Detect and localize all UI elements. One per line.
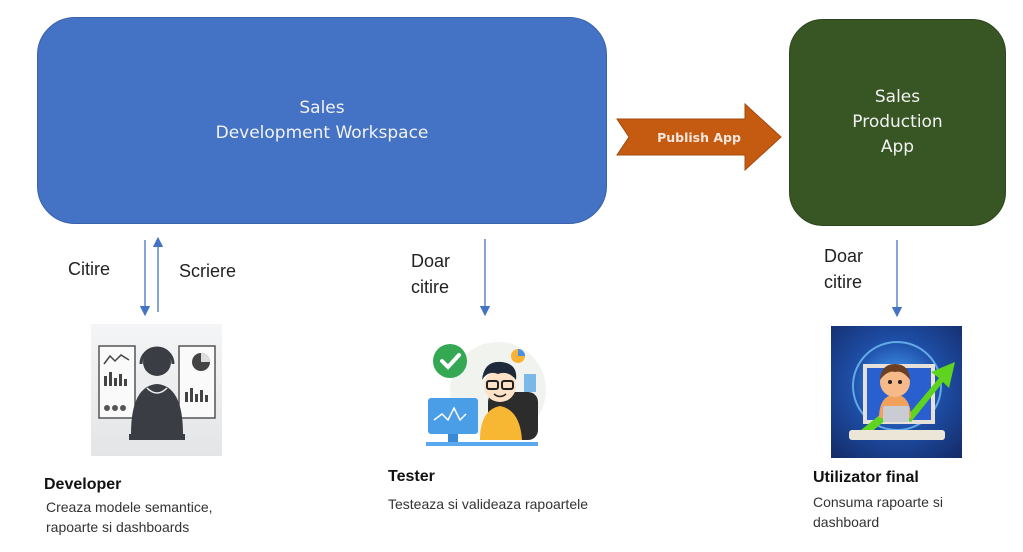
development-workspace-box: Sales Development Workspace xyxy=(37,17,607,224)
development-workspace-title: Sales Development Workspace xyxy=(215,97,429,143)
developer-read-label: Citire xyxy=(68,259,111,279)
developer-headset-icon xyxy=(98,345,216,440)
developer-illustration xyxy=(91,324,222,456)
tester-checkmark-icon xyxy=(426,342,546,446)
developer-write-label: Scriere xyxy=(179,261,237,281)
developer-role-title: Developer xyxy=(44,476,122,493)
tester-role-description: Testeaza si valideaza rapoartele xyxy=(388,496,589,512)
enduser-role-description: Consuma rapoarte si dashboard xyxy=(813,494,943,530)
end-user-laptop-icon xyxy=(849,341,955,440)
enduser-read-label: Doar citire xyxy=(824,246,864,292)
enduser-role-title: Utilizator final xyxy=(813,469,919,486)
production-app-title: Sales Production App xyxy=(852,87,943,157)
publish-app-label: Publish App xyxy=(657,130,741,145)
tester-read-label: Doar citire xyxy=(411,251,451,297)
tester-role-title: Tester xyxy=(388,468,435,485)
production-app-box: Sales Production App xyxy=(789,19,1006,226)
enduser-illustration xyxy=(831,326,962,458)
publish-app-arrow: Publish App xyxy=(616,102,782,172)
developer-role-description: Creaza modele semantice, rapoarte si das… xyxy=(46,499,213,535)
tester-illustration xyxy=(418,330,548,450)
